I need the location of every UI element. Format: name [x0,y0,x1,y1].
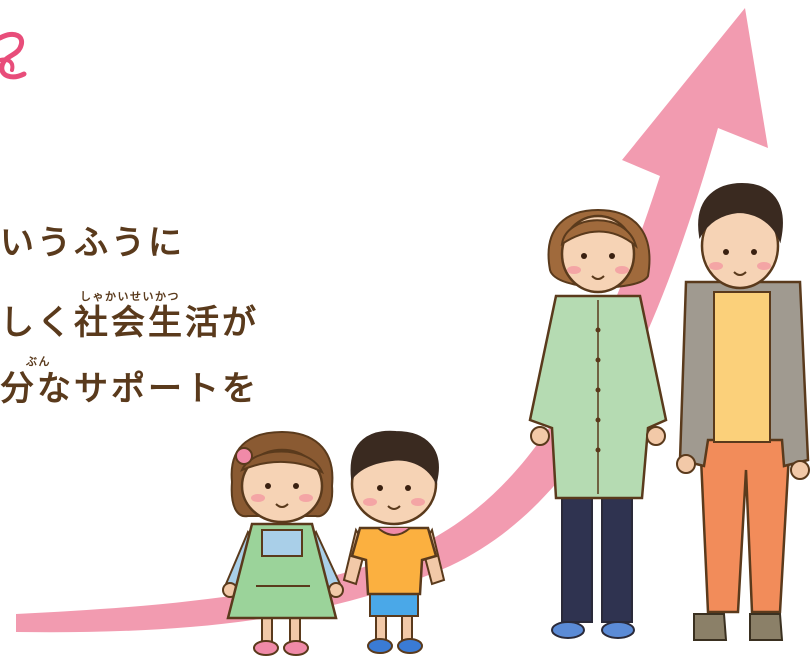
man-adult [676,182,810,641]
headline-line-3-ruby: ぶん [26,355,51,368]
girl-child [222,430,344,656]
headline-line-2-ruby: しゃかいせいかつ [80,290,180,303]
decorative-swirl-icon [0,31,27,80]
headline-line-1: いうふうに [0,223,185,263]
boy-child [342,430,446,654]
headline-line-2: しく社会生活が [0,303,259,343]
woman-adult [528,208,668,639]
headline-line-3: 分なサポートを [0,369,259,409]
